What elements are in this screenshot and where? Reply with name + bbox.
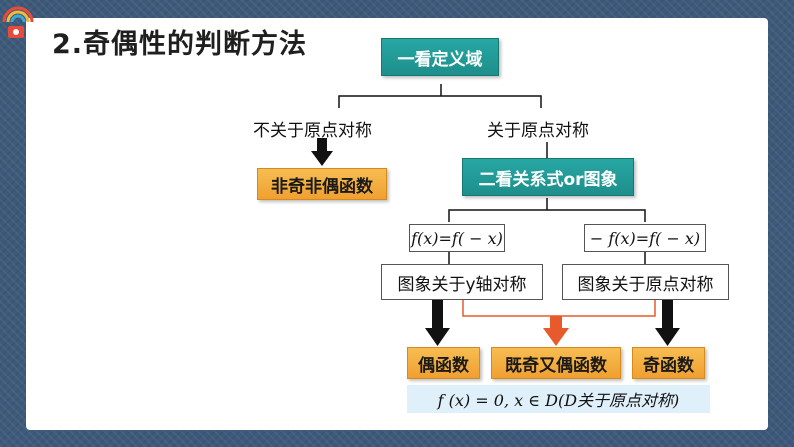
both-condition-formula: f (x) = 0, x ∈ D(D关于原点对称) — [407, 385, 710, 413]
arrow-to-neither — [311, 138, 333, 166]
arrow-to-even — [425, 300, 450, 346]
even-function-box: 偶函数 — [407, 347, 480, 379]
not-symmetric-label: 不关于原点对称 — [253, 121, 372, 141]
odd-relation-box: − f(x)=f( − x) — [584, 224, 706, 252]
red-arrow-to-both — [543, 316, 569, 346]
look-domain-box: 一看定义域 — [381, 38, 499, 76]
corner-decoration-icon — [2, 6, 34, 38]
odd-function-box: 奇函数 — [632, 347, 705, 379]
neither-function-box: 非奇非偶函数 — [257, 168, 387, 200]
symmetric-label: 关于原点对称 — [487, 121, 589, 141]
look-relation-box: 二看关系式or图象 — [462, 158, 634, 196]
even-relation-box: f(x)=f( − x) — [409, 224, 505, 252]
both-function-box: 既奇又偶函数 — [491, 347, 621, 379]
arrow-to-odd — [655, 300, 680, 346]
graph-origin-box: 图象关于原点对称 — [562, 264, 729, 300]
graph-y-axis-box: 图象关于y轴对称 — [381, 264, 543, 300]
page-title: 2.奇偶性的判断方法 — [52, 29, 308, 60]
